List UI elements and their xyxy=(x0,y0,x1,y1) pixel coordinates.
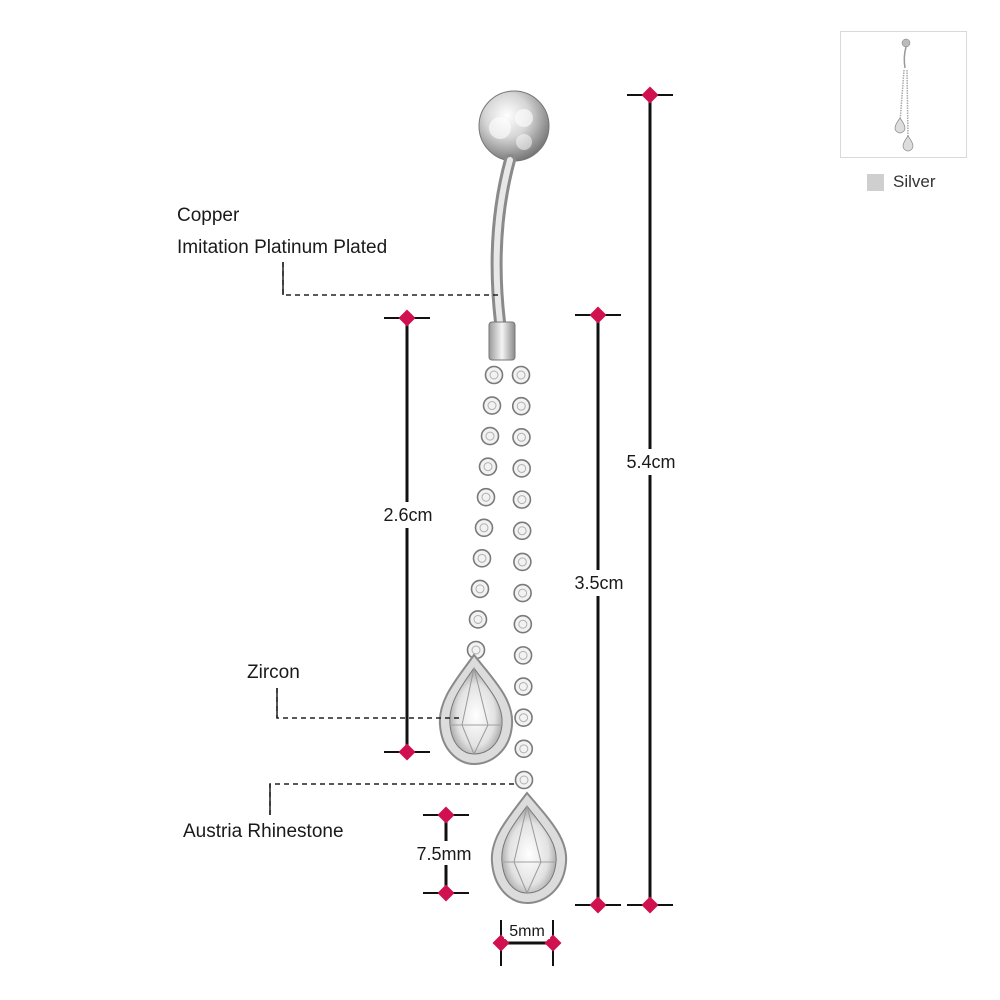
zircon-leader xyxy=(276,688,460,719)
zircon-label: Zircon xyxy=(247,662,300,683)
dim-drop-width: 5mm xyxy=(492,920,562,966)
dim-short-drop: 2.6cm xyxy=(372,309,444,761)
dim-total-length: 5.4cm xyxy=(614,86,688,914)
dim-total-length-label: 5.4cm xyxy=(626,452,675,472)
color-option-label: Silver xyxy=(893,172,936,191)
material-label-line2: Imitation Platinum Plated xyxy=(177,237,387,258)
color-swatch xyxy=(867,173,884,191)
dim-short-drop-label: 2.6cm xyxy=(383,505,432,525)
variant-thumbnail[interactable] xyxy=(840,31,967,158)
zircon-drop-upper xyxy=(438,653,514,766)
dim-long-drop-label: 3.5cm xyxy=(574,573,623,593)
material-leader xyxy=(282,262,500,296)
belly-ring-illustration xyxy=(438,90,568,905)
rhinestone-label: Austria Rhinestone xyxy=(183,821,344,842)
thumbnail-image xyxy=(894,38,914,152)
dim-long-drop: 3.5cm xyxy=(562,306,636,914)
dim-drop-height: 7.5mm xyxy=(408,806,480,902)
rhinestone-chains xyxy=(466,365,534,790)
dim-drop-width-label: 5mm xyxy=(509,923,545,940)
rhinestone-leader xyxy=(269,783,515,815)
zircon-drop-lower xyxy=(490,791,568,905)
color-option-silver[interactable]: Silver xyxy=(867,172,936,192)
dim-drop-height-label: 7.5mm xyxy=(416,844,471,864)
material-label-line1: Copper xyxy=(177,205,240,226)
label-leaders xyxy=(269,262,515,815)
bar-cap xyxy=(488,321,516,361)
